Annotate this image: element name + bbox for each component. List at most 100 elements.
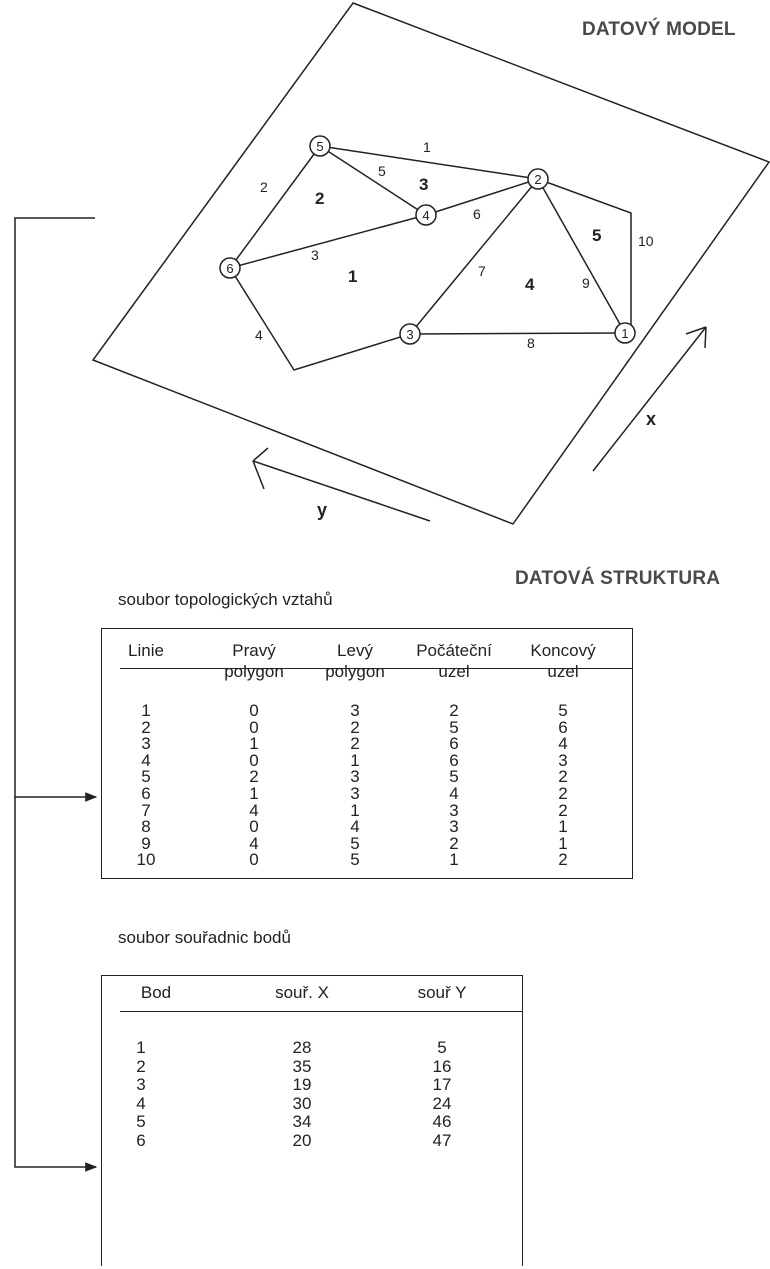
table-cell: 35 bbox=[292, 1056, 312, 1076]
column-header: Počáteční uzel bbox=[404, 640, 504, 684]
table-cell: 3 bbox=[350, 701, 360, 720]
topology-table: Linie Pravý polygon Levý polygon Počáteč… bbox=[101, 628, 633, 879]
column-header: Pravý polygon bbox=[209, 640, 299, 684]
edge-label: 8 bbox=[527, 335, 535, 351]
table-cell: 2 bbox=[449, 701, 459, 720]
table-cell: 1 bbox=[249, 784, 259, 803]
header-text: uzel bbox=[438, 662, 470, 681]
table-cell: 2 bbox=[558, 767, 568, 787]
table-cell: 2 bbox=[350, 717, 360, 737]
edge-9 bbox=[537, 178, 626, 334]
header-text: Pravý bbox=[232, 641, 276, 660]
header-text: Bod bbox=[140, 983, 172, 1002]
edge-7 bbox=[409, 178, 539, 335]
table-cell: 6 bbox=[558, 717, 568, 737]
table-header-rule bbox=[120, 668, 632, 669]
table-cell: 1 bbox=[136, 1038, 146, 1057]
edge-3 bbox=[229, 214, 427, 269]
node-1: 1 bbox=[614, 322, 636, 344]
table-cell: 24 bbox=[432, 1093, 452, 1113]
table-cell: 2 bbox=[350, 734, 360, 754]
table-cell: 5 bbox=[449, 767, 459, 787]
table-cell: 5 bbox=[558, 701, 568, 720]
x-axis-arrow bbox=[592, 326, 707, 472]
table-cell: 4 bbox=[558, 734, 568, 754]
table-cell: 5 bbox=[141, 767, 151, 787]
node-3: 3 bbox=[399, 323, 421, 345]
table-row: 1 28 5 bbox=[102, 1038, 522, 1057]
table-cell: 0 bbox=[249, 850, 259, 870]
column-header: Linie bbox=[116, 640, 176, 684]
table-cell: 4 bbox=[449, 784, 459, 803]
column-header-bod: Bod bbox=[106, 983, 206, 1003]
table-cell: 2 bbox=[249, 767, 259, 787]
table-cell: 2 bbox=[141, 717, 151, 737]
table-cell: 0 bbox=[249, 750, 259, 770]
polygon-label: 1 bbox=[348, 267, 357, 286]
table-cell: 5 bbox=[437, 1038, 447, 1057]
edge-8 bbox=[409, 332, 626, 335]
header-text: uzel bbox=[547, 662, 579, 681]
table-cell: 7 bbox=[141, 800, 151, 820]
node-label: 3 bbox=[406, 327, 413, 342]
table-cell: 28 bbox=[292, 1038, 312, 1057]
node-5: 5 bbox=[309, 135, 331, 157]
y-axis-label: y bbox=[317, 500, 327, 520]
edge-label: 3 bbox=[311, 247, 319, 263]
table-cell: 6 bbox=[449, 734, 459, 754]
data-model-heading: DATOVÝ MODEL bbox=[582, 19, 736, 40]
coordinates-caption: soubor souřadnic bodů bbox=[118, 928, 291, 947]
node-label: 4 bbox=[422, 208, 429, 223]
header-text: Linie bbox=[128, 641, 164, 660]
data-structure-heading: DATOVÁ STRUKTURA bbox=[515, 568, 721, 589]
model-plane bbox=[91, 2, 770, 525]
table-cell: 8 bbox=[141, 817, 151, 837]
table-cell: 3 bbox=[350, 784, 360, 803]
table-cell: 3 bbox=[449, 817, 459, 837]
table-cell: 1 bbox=[558, 817, 568, 837]
edge-1 bbox=[319, 145, 539, 180]
table-cell: 5 bbox=[350, 850, 360, 870]
table-cell: 5 bbox=[136, 1112, 146, 1132]
table-cell: 46 bbox=[432, 1112, 452, 1132]
topology-caption: soubor topologických vztahů bbox=[118, 590, 333, 609]
table-cell: 20 bbox=[292, 1131, 312, 1150]
table-cell: 6 bbox=[136, 1131, 146, 1150]
header-text: souř Y bbox=[417, 983, 467, 1002]
table-cell: 19 bbox=[292, 1075, 312, 1095]
column-header-sour-y: souř Y bbox=[387, 983, 497, 1003]
node-6: 6 bbox=[219, 257, 241, 279]
node-2: 2 bbox=[527, 168, 549, 190]
table-cell: 3 bbox=[449, 800, 459, 820]
table-cell: 2 bbox=[558, 784, 568, 803]
polygon-label: 4 bbox=[525, 275, 535, 294]
table-cell: 0 bbox=[249, 717, 259, 737]
table-cell: 1 bbox=[449, 850, 459, 870]
polygon-label: 3 bbox=[419, 175, 428, 194]
table-cell: 0 bbox=[249, 701, 259, 720]
table-cell: 3 bbox=[136, 1075, 146, 1095]
edge-label: 2 bbox=[260, 179, 268, 195]
table-cell: 6 bbox=[449, 750, 459, 770]
table-cell: 2 bbox=[558, 850, 568, 870]
table-cell: 9 bbox=[141, 833, 151, 853]
table-cell: 1 bbox=[350, 800, 360, 820]
polygon-label: 2 bbox=[315, 189, 324, 208]
edge-label: 10 bbox=[638, 233, 654, 249]
edge-label: 7 bbox=[478, 263, 486, 279]
edge-5 bbox=[319, 145, 427, 216]
edge-label: 6 bbox=[473, 206, 481, 222]
column-header: Koncový uzel bbox=[516, 640, 610, 684]
